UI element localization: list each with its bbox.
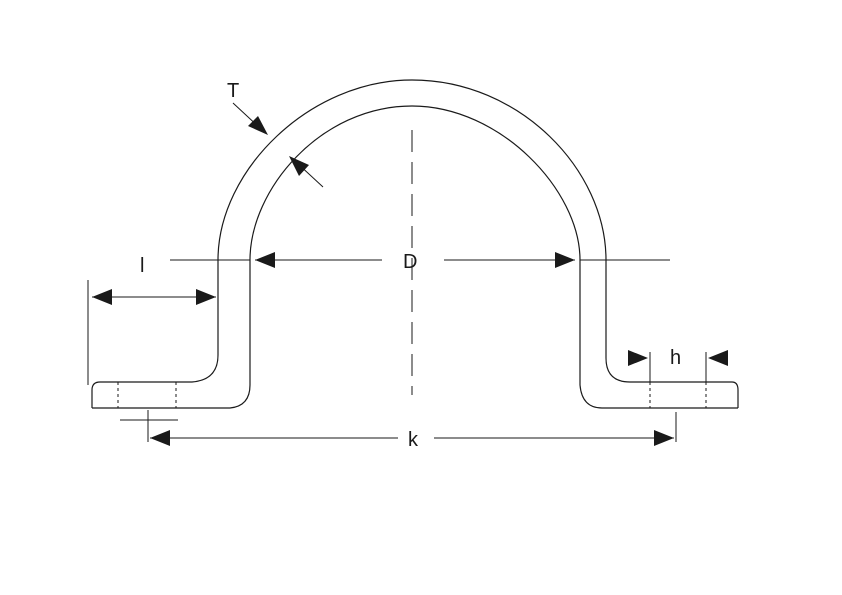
l-label: l	[140, 255, 144, 277]
k-arrow-right	[654, 430, 674, 446]
t-label: T	[227, 80, 239, 102]
strap-inner-profile	[91, 79, 739, 408]
l-arrow-right	[196, 289, 216, 305]
k-label: k	[408, 429, 419, 451]
strap-outer-profile	[92, 105, 738, 409]
d-arrow-right	[555, 252, 575, 268]
k-arrow-left	[150, 430, 170, 446]
h-label: h	[670, 347, 681, 369]
t-arrow-outer	[248, 116, 268, 135]
d-arrow-left	[255, 252, 275, 268]
l-arrow-left	[92, 289, 112, 305]
d-label: D	[403, 251, 417, 273]
h-arrow-right	[708, 350, 728, 366]
t-arrow-inner	[289, 156, 309, 176]
h-arrow-left	[628, 350, 648, 366]
